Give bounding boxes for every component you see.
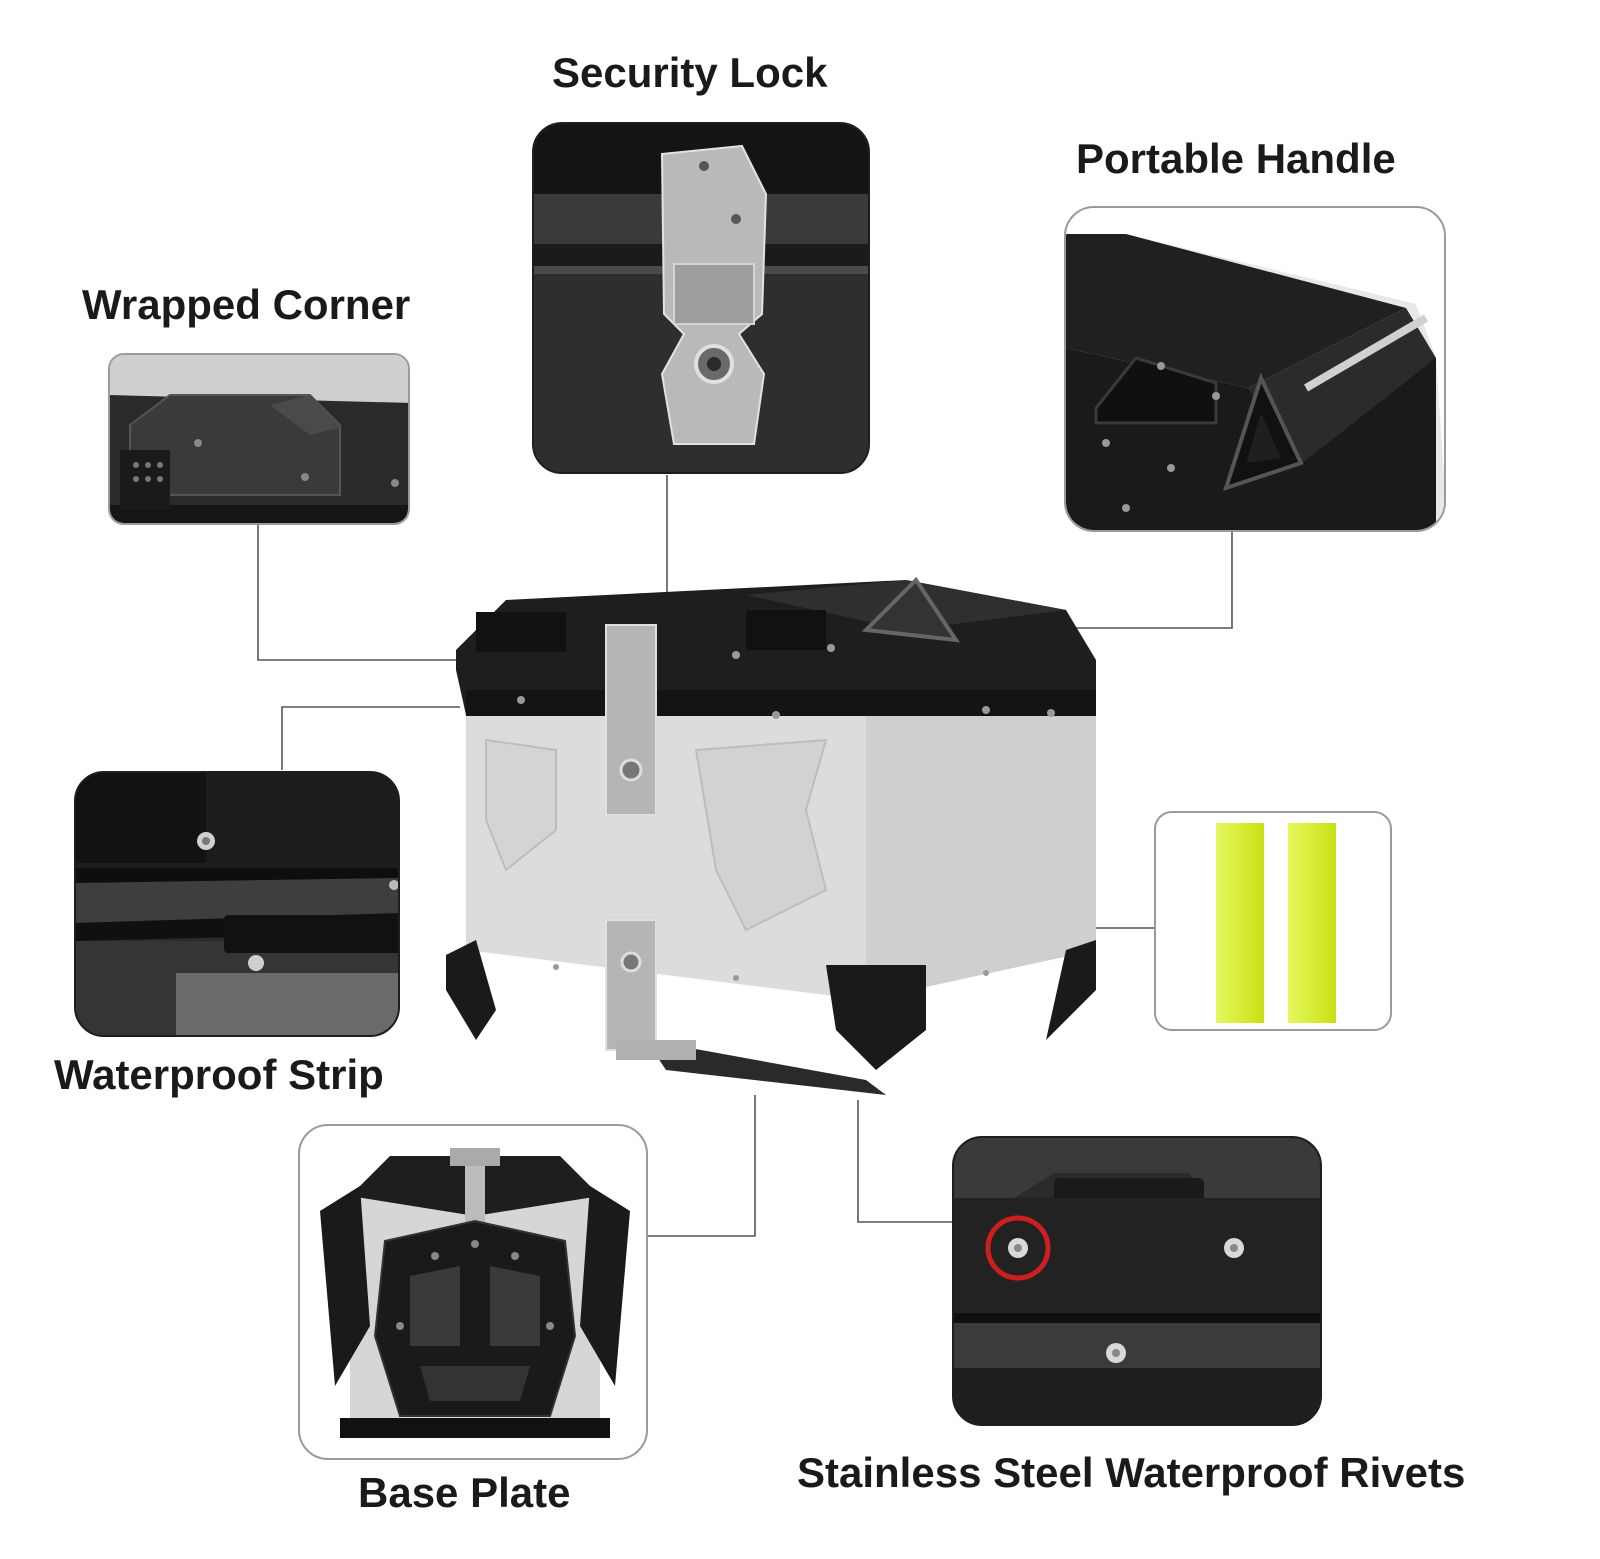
label-portable-handle: Portable Handle	[1076, 135, 1396, 182]
panel-portable-handle	[1064, 206, 1446, 532]
base-plate-icon	[373, 1219, 577, 1417]
top-box-product-image	[446, 570, 1116, 1110]
handle-icon	[1094, 356, 1304, 492]
panel-wrapped-corner	[108, 353, 410, 525]
panel-security-lock	[532, 122, 870, 474]
label-rivets: Stainless Steel Waterproof Rivets	[797, 1449, 1466, 1496]
panel-reflector	[1154, 811, 1392, 1031]
label-waterproof-strip: Waterproof Strip	[54, 1051, 384, 1098]
panel-waterproof-strip	[74, 771, 400, 1037]
rivet-icon	[1008, 1238, 1244, 1363]
label-wrapped-corner: Wrapped Corner	[82, 281, 411, 328]
panel-rivets	[952, 1136, 1322, 1426]
panel-base-plate	[298, 1124, 648, 1460]
label-base-plate: Base Plate	[358, 1469, 571, 1516]
highlight-circle-icon	[985, 1215, 1051, 1281]
lock-latch-icon	[660, 144, 768, 445]
corner-guard-icon	[120, 394, 342, 510]
label-security-lock: Security Lock	[552, 49, 828, 96]
